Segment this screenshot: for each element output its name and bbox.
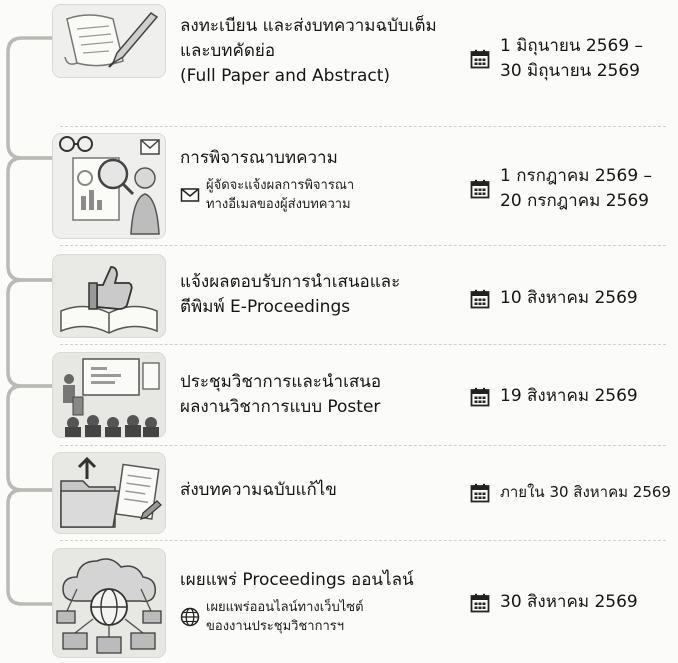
row-divider [60, 344, 666, 345]
calendar-icon [470, 49, 490, 69]
step-4-title: ประชุมวิชาการและนำเสนอ ผลงานวิชาการแบบ P… [180, 372, 382, 417]
calendar-icon [470, 289, 490, 308]
quill-paper-icon [52, 4, 166, 78]
step-6-note: เผยแพร่ออนไลน์ทางเว็บไซต์ของงานประชุมวิช… [180, 598, 364, 636]
step-6-title: เผยแพร่ Proceedings ออนไลน์ [180, 570, 414, 590]
step-5-date: ภายใน 30 สิงหาคม 2569 [470, 480, 671, 505]
calendar-icon [470, 483, 490, 502]
step-6-date: 30 สิงหาคม 2569 [470, 590, 638, 615]
step-3-title: แจ้งผลตอบรับการนำเสนอและ ตีพิมพ์ E-Proce… [180, 272, 401, 317]
step-2-title: การพิจารณาบทความ [180, 148, 338, 168]
step-3-date: 10 สิงหาคม 2569 [470, 286, 638, 311]
row-divider [60, 126, 666, 127]
folder-upload-icon [52, 452, 166, 534]
step-1-date: 1 มิถุนายน 2569 –30 มิถุนายน 2569 [470, 34, 643, 84]
thumbs-up-book-icon [52, 254, 166, 338]
envelope-icon [180, 188, 200, 202]
row-divider [60, 245, 666, 246]
step-1-title: ลงทะเบียน และส่งบทความฉบับเต็ม และบทคัดย… [180, 16, 437, 86]
step-4-date: 19 สิงหาคม 2569 [470, 384, 638, 409]
step-2-date: 1 กรกฎาคม 2569 –20 กรกฎาคม 2569 [470, 164, 652, 214]
calendar-icon [470, 387, 490, 406]
step-5-title: ส่งบทความฉบับแก้ไข [180, 480, 337, 500]
conference-presentation-icon [52, 352, 166, 438]
step-2-note: ผู้จัดจะแจ้งผลการพิจารณาทางอีเมลของผู้ส่… [180, 176, 354, 214]
row-divider [60, 445, 666, 446]
row-divider [60, 540, 666, 541]
calendar-icon [470, 593, 490, 612]
timeline-connector [6, 36, 56, 606]
review-magnifier-icon [52, 133, 166, 239]
cloud-network-icon [52, 548, 166, 658]
globe-icon [180, 607, 200, 627]
calendar-icon [470, 179, 490, 199]
